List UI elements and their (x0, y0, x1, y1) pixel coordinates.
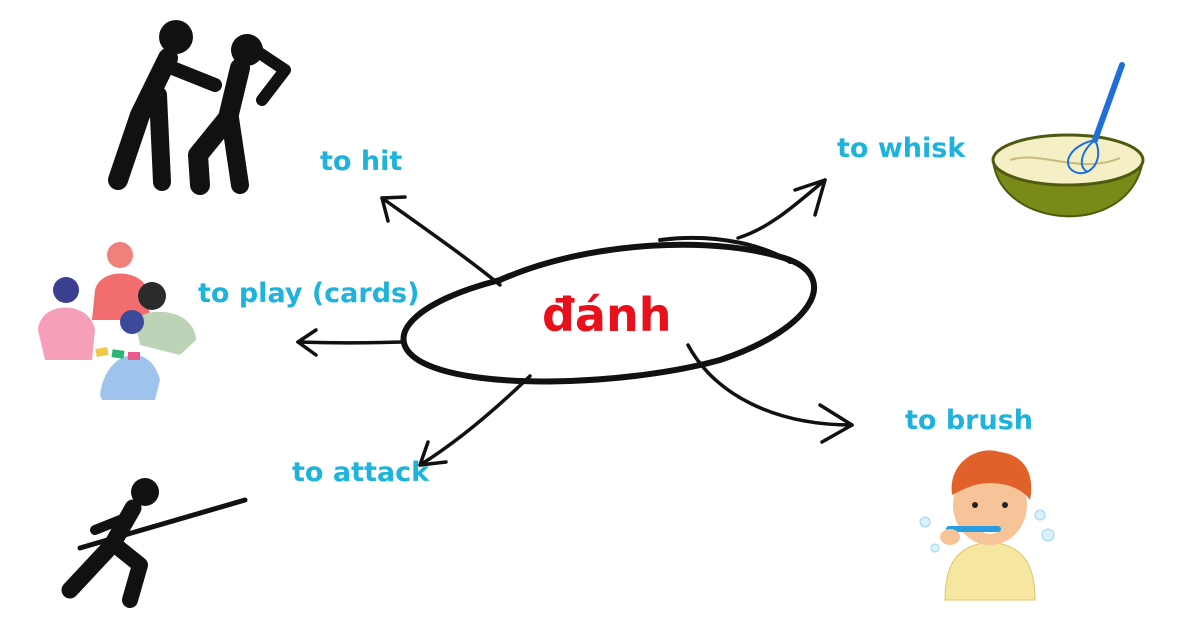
label-to-attack: to attack (292, 457, 430, 488)
label-to-hit: to hit (320, 146, 403, 177)
label-to-play-cards: to play (cards) (198, 278, 420, 309)
center-word: đánh (542, 288, 672, 342)
boy-brushing-teeth-icon (919, 450, 1055, 601)
arrow-to-whisk (736, 178, 827, 240)
label-to-whisk: to whisk (837, 133, 966, 164)
center-ellipse (400, 235, 818, 385)
card-players-icon (36, 242, 200, 400)
fighting-people-icon (108, 20, 291, 195)
arrow-to-play (296, 328, 404, 357)
soldier-bayonet-icon (61, 478, 248, 608)
arrow-to-brush (686, 343, 854, 444)
label-to-brush: to brush (905, 405, 1034, 436)
whisk-bowl-icon (991, 62, 1145, 218)
arrow-to-attack (418, 374, 532, 467)
arrow-to-hit (380, 195, 502, 287)
